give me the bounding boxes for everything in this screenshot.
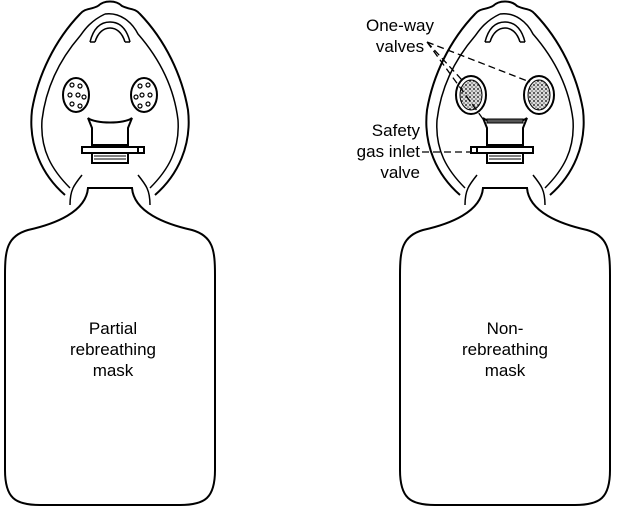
callout-lines (422, 41, 531, 153)
label-line: mask (484, 361, 526, 380)
label-line: valve (380, 163, 420, 182)
label-line: mask (92, 361, 134, 380)
non-rebreathing-mask (399, 0, 611, 506)
non-rebreathing-label: Non- rebreathing mask (445, 318, 565, 381)
label-line: One-way (365, 16, 435, 35)
safety-valve-callout: Safety gas inlet valve (320, 120, 420, 183)
label-line: Non- (486, 319, 524, 338)
label-line: gas inlet (356, 142, 420, 161)
label-line: rebreathing (461, 340, 548, 359)
label-line: Partial (88, 319, 138, 338)
label-line: valves (375, 37, 425, 56)
partial-rebreathing-label: Partial rebreathing mask (53, 318, 173, 381)
one-way-valves-callout: One-way valves (350, 15, 450, 57)
partial-rebreathing-mask (4, 0, 216, 506)
label-line: rebreathing (69, 340, 156, 359)
label-line: Safety (371, 121, 420, 140)
exhalation-ports (62, 77, 158, 113)
